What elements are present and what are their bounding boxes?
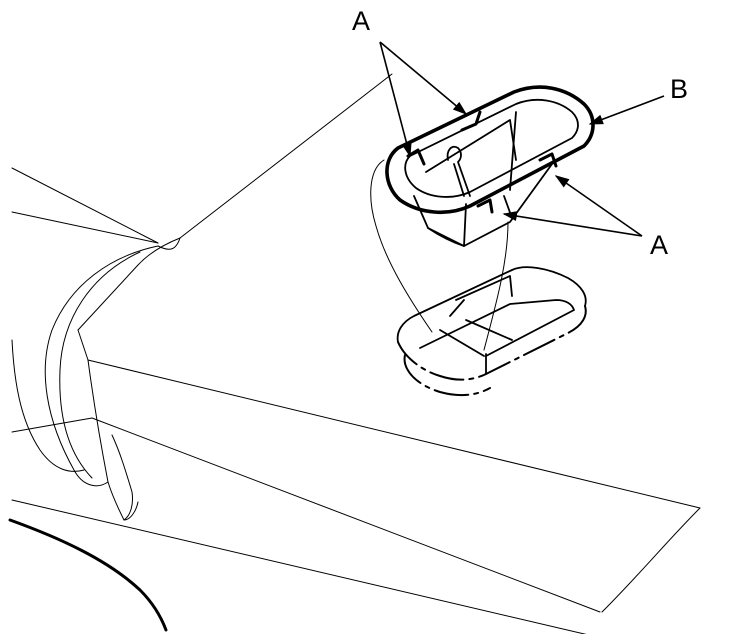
leader-arrows [379, 41, 665, 237]
callout-a-right: A [650, 230, 668, 260]
leader-a-right-low [502, 211, 643, 237]
callout-b: B [670, 74, 688, 104]
leader-b [588, 95, 665, 125]
callout-a-top: A [352, 6, 370, 36]
bezel-part [370, 85, 595, 351]
leader-a-right-up [554, 175, 643, 237]
leader-a-top-left [379, 41, 412, 158]
leader-a-top-right [379, 41, 468, 115]
trim-panel [8, 73, 701, 634]
mounting-opening [396, 266, 587, 397]
